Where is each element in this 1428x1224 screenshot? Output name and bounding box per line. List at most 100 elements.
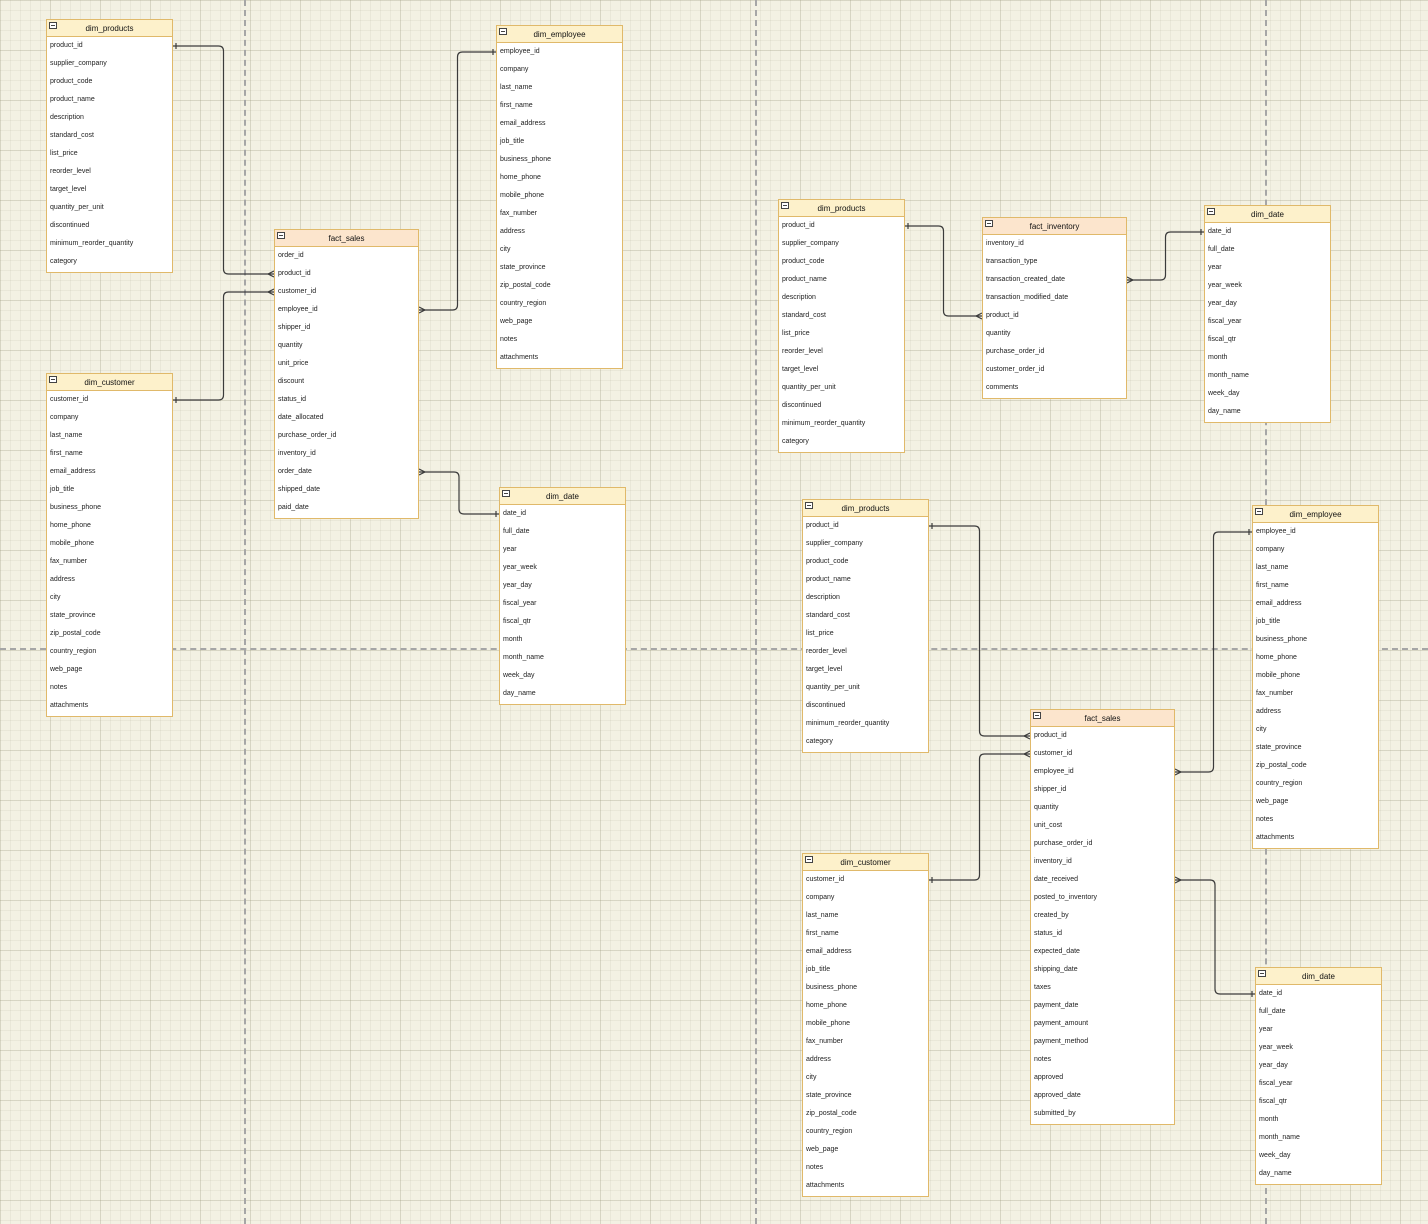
column-status-id[interactable]: status_id: [1034, 930, 1063, 937]
column-job-title[interactable]: job_title: [806, 966, 831, 973]
column-comments[interactable]: comments: [986, 384, 1019, 391]
column-notes[interactable]: notes: [50, 684, 68, 691]
column-country-region[interactable]: country_region: [500, 300, 547, 307]
column-employee-id[interactable]: employee_id: [1034, 768, 1074, 775]
column-customer-order-id[interactable]: customer_order_id: [986, 366, 1045, 373]
collapse-icon[interactable]: [805, 856, 813, 863]
column-email-address[interactable]: email_address: [50, 468, 96, 475]
column-month[interactable]: month: [1259, 1116, 1279, 1123]
column-inventory-id[interactable]: inventory_id: [986, 240, 1024, 247]
column-supplier-company[interactable]: supplier_company: [782, 240, 839, 247]
column-paid-date[interactable]: paid_date: [278, 504, 309, 511]
column-email-address[interactable]: email_address: [1256, 600, 1302, 607]
column-week-day[interactable]: week_day: [1259, 1152, 1291, 1159]
column-employee-id[interactable]: employee_id: [500, 48, 540, 55]
column-supplier-company[interactable]: supplier_company: [50, 60, 107, 67]
column-submitted-by[interactable]: submitted_by: [1034, 1110, 1076, 1117]
column-year-week[interactable]: year_week: [1259, 1044, 1293, 1051]
column-payment-date[interactable]: payment_date: [1034, 1002, 1079, 1009]
column-month-name[interactable]: month_name: [1259, 1134, 1300, 1141]
column-country-region[interactable]: country_region: [50, 648, 97, 655]
column-reorder-level[interactable]: reorder_level: [50, 168, 91, 175]
column-notes[interactable]: notes: [500, 336, 518, 343]
column-customer-id[interactable]: customer_id: [1034, 750, 1073, 757]
column-business-phone[interactable]: business_phone: [806, 984, 857, 991]
column-week-day[interactable]: week_day: [1208, 390, 1240, 397]
column-first-name[interactable]: first_name: [500, 102, 533, 109]
column-product-id[interactable]: product_id: [50, 42, 83, 49]
column-job-title[interactable]: job_title: [1256, 618, 1281, 625]
column-year-week[interactable]: year_week: [503, 564, 537, 571]
column-unit-cost[interactable]: unit_cost: [1034, 822, 1063, 829]
column-shipper-id[interactable]: shipper_id: [1034, 786, 1067, 793]
column-standard-cost[interactable]: standard_cost: [782, 312, 826, 319]
column-minimum-reorder-quantity[interactable]: minimum_reorder_quantity: [50, 240, 134, 247]
column-date-id[interactable]: date_id: [1259, 990, 1282, 997]
column-purchase-order-id[interactable]: purchase_order_id: [278, 432, 337, 439]
column-address[interactable]: address: [500, 228, 525, 235]
column-fiscal-year[interactable]: fiscal_year: [1208, 318, 1242, 325]
column-transaction-created-date[interactable]: transaction_created_date: [986, 276, 1065, 283]
collapse-icon[interactable]: [49, 22, 57, 29]
column-attachments[interactable]: attachments: [1256, 834, 1295, 841]
column-date-allocated[interactable]: date_allocated: [278, 414, 324, 421]
column-home-phone[interactable]: home_phone: [50, 522, 91, 529]
column-web-page[interactable]: web_page: [1256, 798, 1289, 805]
column-business-phone[interactable]: business_phone: [500, 156, 551, 163]
column-product-id[interactable]: product_id: [806, 522, 839, 529]
column-address[interactable]: address: [806, 1056, 831, 1063]
column-standard-cost[interactable]: standard_cost: [50, 132, 94, 139]
column-payment-method[interactable]: payment_method: [1034, 1038, 1089, 1045]
column-year-day[interactable]: year_day: [1259, 1062, 1288, 1069]
column-zip-postal-code[interactable]: zip_postal_code: [50, 630, 101, 637]
column-date-id[interactable]: date_id: [1208, 228, 1231, 235]
column-quantity[interactable]: quantity: [986, 330, 1011, 337]
column-product-id[interactable]: product_id: [1034, 732, 1067, 739]
column-address[interactable]: address: [1256, 708, 1281, 715]
column-inventory-id[interactable]: inventory_id: [278, 450, 316, 457]
table-header[interactable]: dim_employee: [1253, 506, 1378, 523]
column-zip-postal-code[interactable]: zip_postal_code: [500, 282, 551, 289]
column-status-id[interactable]: status_id: [278, 396, 307, 403]
column-year[interactable]: year: [1259, 1026, 1273, 1033]
column-fiscal-year[interactable]: fiscal_year: [503, 600, 537, 607]
column-city[interactable]: city: [50, 594, 61, 601]
column-month[interactable]: month: [503, 636, 523, 643]
column-city[interactable]: city: [500, 246, 511, 253]
column-last-name[interactable]: last_name: [500, 84, 533, 91]
collapse-icon[interactable]: [1033, 712, 1041, 719]
column-inventory-id[interactable]: inventory_id: [1034, 858, 1072, 865]
column-description[interactable]: description: [782, 294, 816, 301]
column-reorder-level[interactable]: reorder_level: [782, 348, 823, 355]
column-last-name[interactable]: last_name: [806, 912, 839, 919]
column-description[interactable]: description: [50, 114, 84, 121]
column-country-region[interactable]: country_region: [1256, 780, 1303, 787]
collapse-icon[interactable]: [499, 28, 507, 35]
column-target-level[interactable]: target_level: [806, 666, 843, 673]
column-category[interactable]: category: [782, 438, 809, 445]
column-standard-cost[interactable]: standard_cost: [806, 612, 850, 619]
table-header[interactable]: dim_products: [779, 200, 904, 217]
column-last-name[interactable]: last_name: [50, 432, 83, 439]
column-shipper-id[interactable]: shipper_id: [278, 324, 311, 331]
column-fiscal-year[interactable]: fiscal_year: [1259, 1080, 1293, 1087]
column-city[interactable]: city: [806, 1074, 817, 1081]
column-customer-id[interactable]: customer_id: [50, 396, 89, 403]
collapse-icon[interactable]: [985, 220, 993, 227]
column-purchase-order-id[interactable]: purchase_order_id: [1034, 840, 1093, 847]
column-quantity-per-unit[interactable]: quantity_per_unit: [50, 204, 104, 211]
collapse-icon[interactable]: [1255, 508, 1263, 515]
column-product-name[interactable]: product_name: [806, 576, 851, 583]
column-product-code[interactable]: product_code: [806, 558, 849, 565]
column-list-price[interactable]: list_price: [806, 630, 834, 637]
column-mobile-phone[interactable]: mobile_phone: [806, 1020, 850, 1027]
column-first-name[interactable]: first_name: [806, 930, 839, 937]
column-day-name[interactable]: day_name: [1259, 1170, 1292, 1177]
